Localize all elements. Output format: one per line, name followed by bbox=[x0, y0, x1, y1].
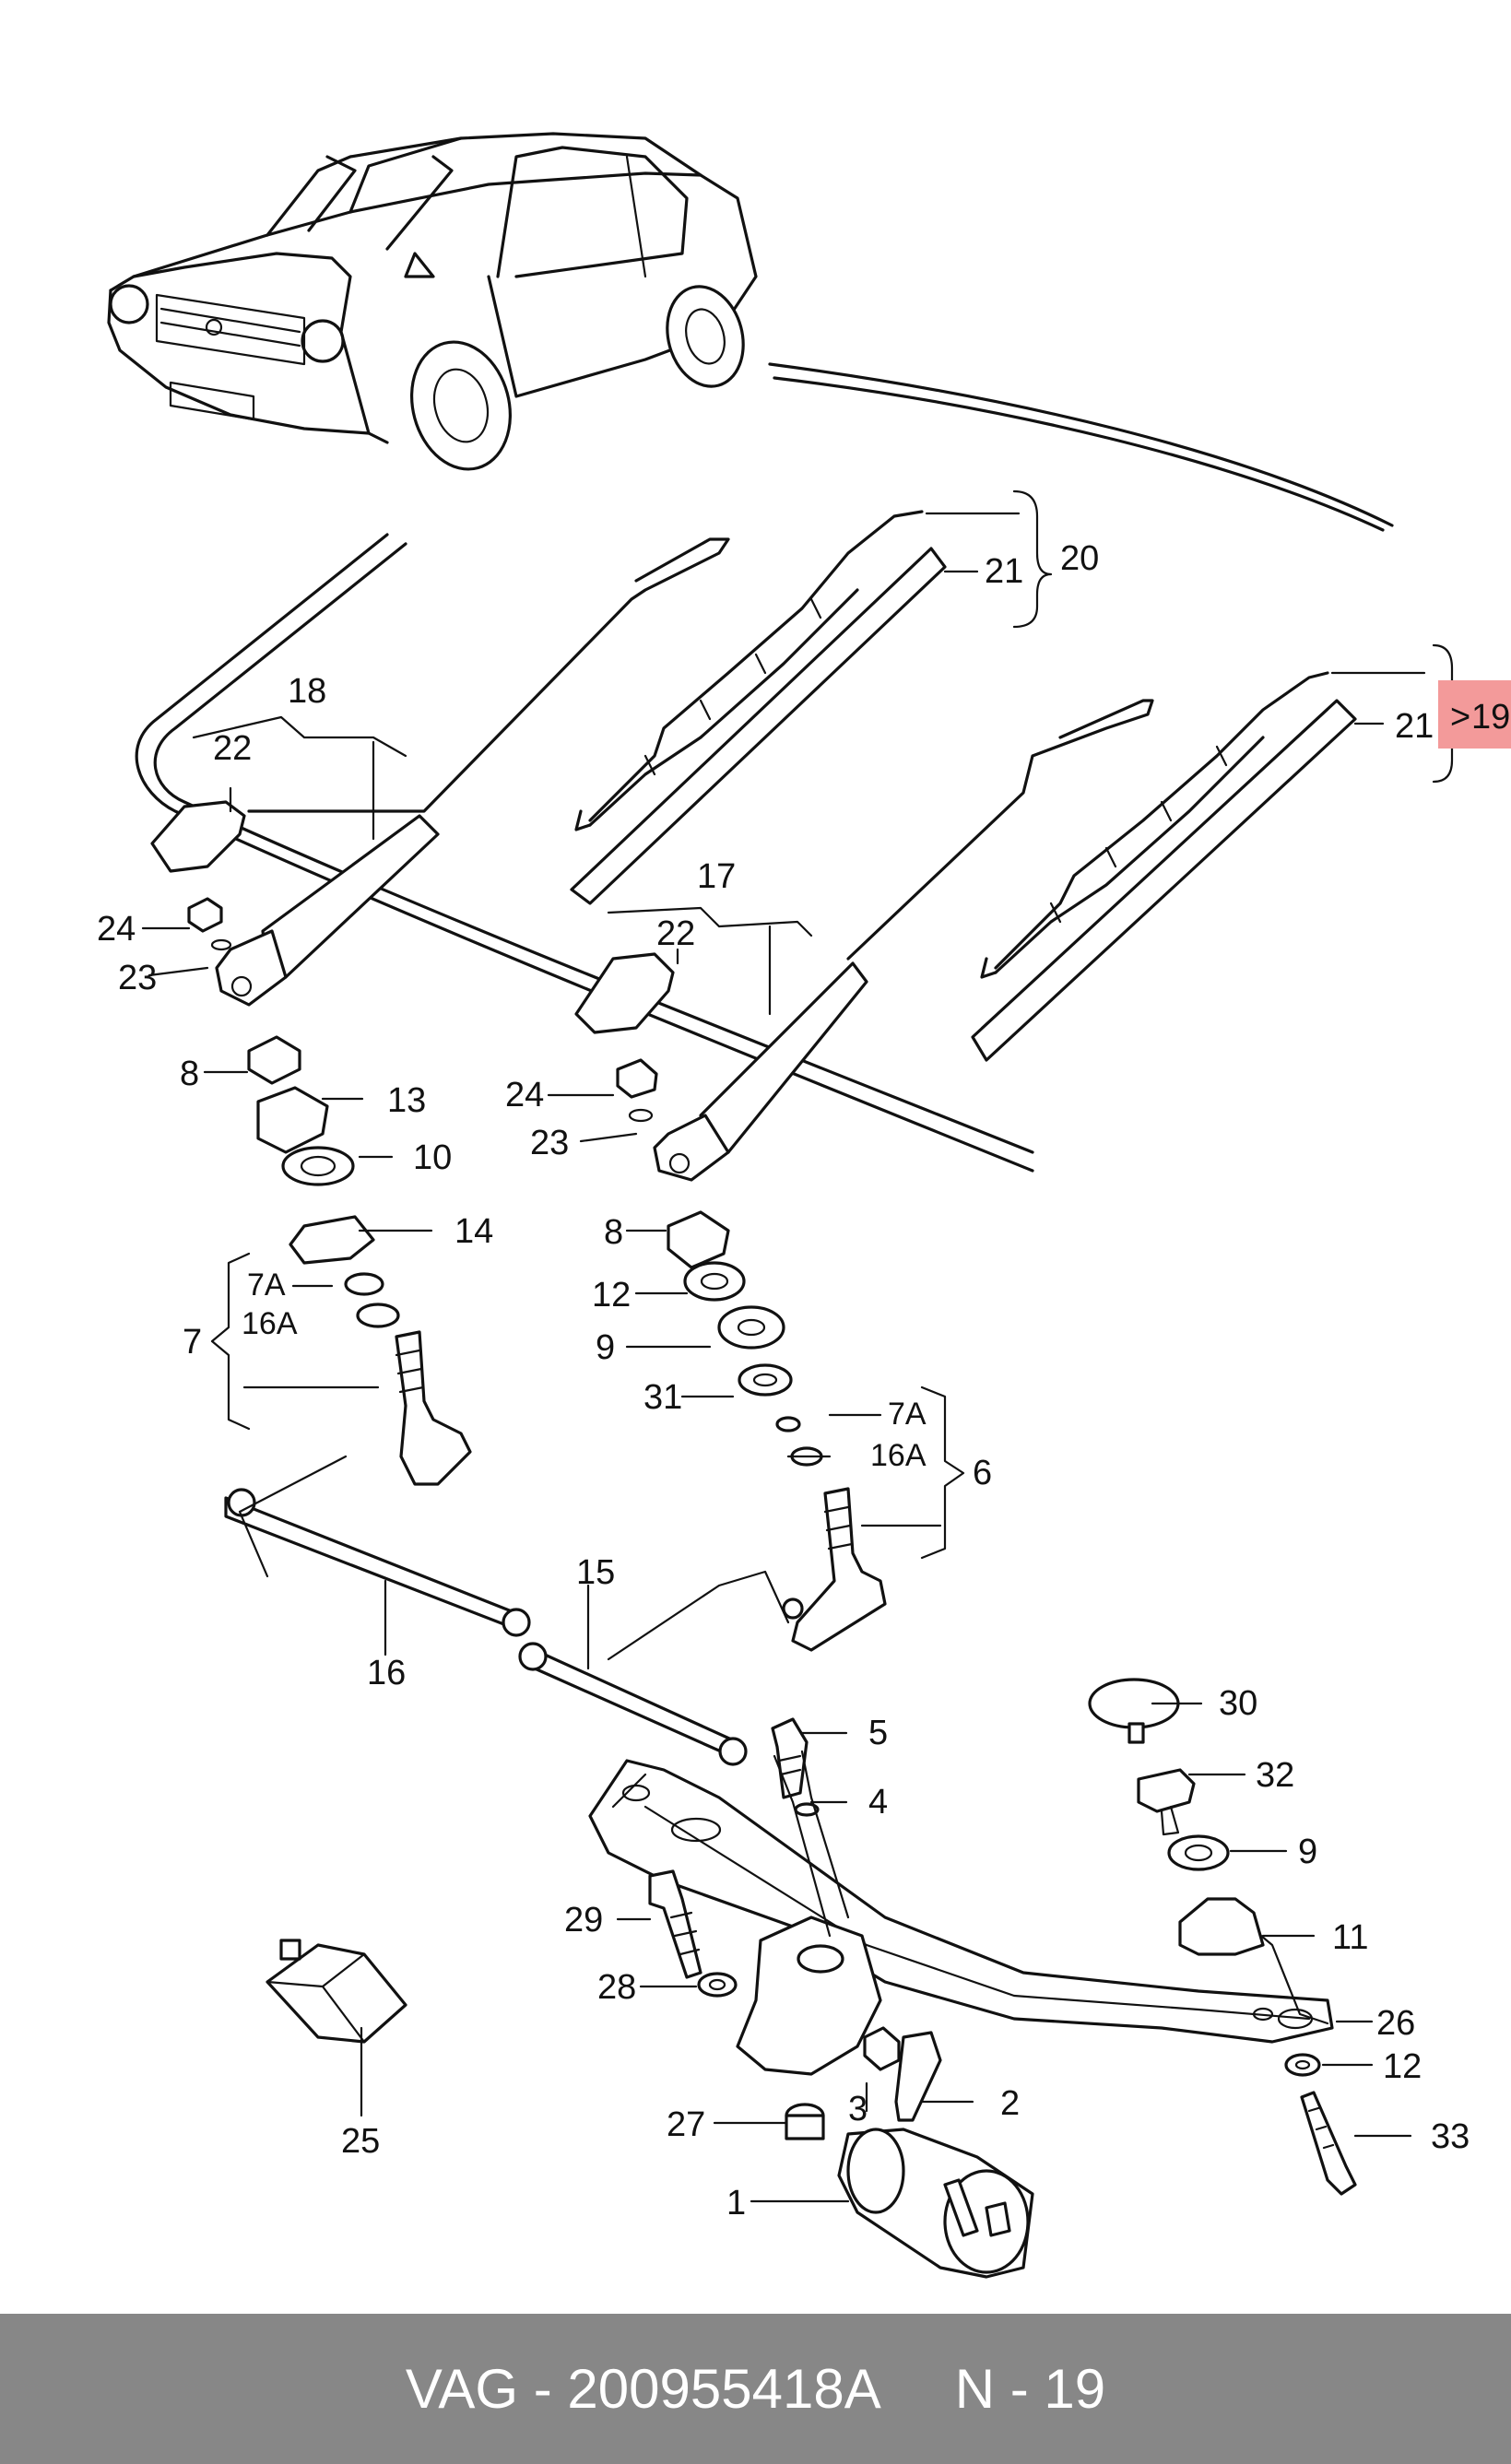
callout-10: 10 bbox=[413, 1138, 452, 1177]
callout-18: 18 bbox=[288, 672, 326, 711]
leader-lines bbox=[141, 489, 1468, 2203]
left-wiper-arm bbox=[215, 537, 730, 1007]
callout-31: 31 bbox=[643, 1378, 682, 1417]
callout-21-right: 21 bbox=[1395, 707, 1434, 746]
right-spindle-stack bbox=[616, 1058, 887, 1652]
callout-2: 2 bbox=[1000, 2084, 1020, 2123]
left-spindle-stack bbox=[187, 897, 472, 1486]
callout-7: 7 bbox=[183, 1323, 202, 1362]
callout-7a-left: 7A bbox=[247, 1267, 286, 1303]
right-wiper-blade bbox=[971, 671, 1357, 1062]
callout-9-right: 9 bbox=[1298, 1833, 1317, 1871]
callout-22-left: 22 bbox=[213, 729, 252, 768]
callout-labels: 20 21 21 > 19 18 22 17 22 24 23 24 23 8 … bbox=[97, 539, 1510, 2222]
callout-14: 14 bbox=[454, 1212, 493, 1251]
reference-19-highlight bbox=[1438, 680, 1511, 749]
callout-22-right: 22 bbox=[656, 914, 695, 953]
callout-21-top: 21 bbox=[985, 552, 1023, 591]
linkage-rods bbox=[224, 1455, 748, 1766]
callout-26: 26 bbox=[1376, 2004, 1415, 2043]
callout-8-left: 8 bbox=[180, 1055, 199, 1093]
callout-5: 5 bbox=[868, 1714, 888, 1752]
small-hardware bbox=[648, 1678, 1357, 2196]
callout-3: 3 bbox=[848, 2090, 868, 2128]
callout-16: 16 bbox=[367, 1654, 406, 1692]
callout-30: 30 bbox=[1219, 1684, 1257, 1723]
callout-15: 15 bbox=[576, 1553, 615, 1592]
callout-13: 13 bbox=[387, 1081, 426, 1120]
relay bbox=[266, 1939, 407, 2044]
wiper-motor bbox=[837, 2128, 1034, 2279]
callout-23-left: 23 bbox=[118, 959, 157, 997]
page-reference: N - 19 bbox=[954, 2358, 1106, 2420]
callout-33: 33 bbox=[1431, 2117, 1470, 2156]
callout-9-left: 9 bbox=[596, 1328, 615, 1367]
callout-24-left: 24 bbox=[97, 910, 136, 949]
callout-28: 28 bbox=[597, 1968, 636, 2007]
part-number: VAG - 200955418A bbox=[405, 2358, 881, 2420]
callout-32: 32 bbox=[1256, 1756, 1294, 1795]
callout-11: 11 bbox=[1332, 1918, 1368, 1957]
callout-8-right: 8 bbox=[604, 1213, 623, 1252]
callout-25: 25 bbox=[341, 2122, 380, 2161]
callout-16a-right: 16A bbox=[870, 1438, 927, 1473]
footer-bar: VAG - 200955418A N - 19 bbox=[0, 2314, 1511, 2464]
callout-12-right: 12 bbox=[1383, 2047, 1422, 2086]
callout-6: 6 bbox=[973, 1454, 992, 1492]
callout-16a-left: 16A bbox=[242, 1306, 298, 1341]
callout-29: 29 bbox=[564, 1901, 603, 1939]
left-wiper-blade bbox=[570, 510, 947, 905]
callout-4: 4 bbox=[868, 1783, 888, 1821]
right-wiper-arm bbox=[653, 699, 1154, 1182]
callout-23-right: 23 bbox=[530, 1124, 569, 1162]
callout-1: 1 bbox=[726, 2184, 746, 2222]
callout-7a-right: 7A bbox=[888, 1397, 927, 1432]
wiper-parts-diagram: 20 21 21 > 19 18 22 17 22 24 23 24 23 8 … bbox=[97, 132, 1510, 2279]
callout-20: 20 bbox=[1060, 539, 1099, 578]
wiper-frame bbox=[588, 1759, 1334, 2076]
caps-22 bbox=[150, 800, 675, 1034]
callout-17: 17 bbox=[697, 857, 736, 896]
car-illustration bbox=[107, 132, 758, 471]
callout-24-right: 24 bbox=[505, 1076, 544, 1114]
callout-12-left: 12 bbox=[592, 1276, 631, 1315]
callout-27: 27 bbox=[667, 2105, 705, 2144]
